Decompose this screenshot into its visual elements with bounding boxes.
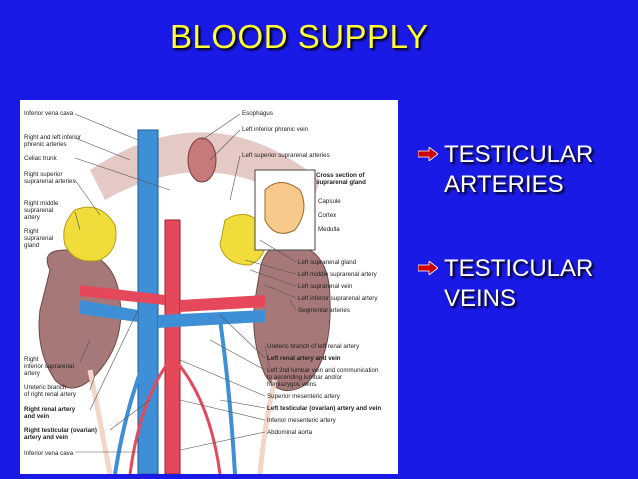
label-ivc-bottom: Inferior vena cava [24,450,74,457]
label-lumbar-2: to ascending lumbar and/or [267,374,342,381]
left-ureter [257,379,278,474]
label-lsup-vein: Left suprarenal vein [298,283,353,290]
label-ltest: Left testicular (ovarian) artery and vei… [267,405,382,412]
label-rmid-2: suprarenal [24,207,54,214]
arrow-right-icon [418,147,438,161]
label-rmid-1: Right middle [24,200,59,207]
slide-title: BLOOD SUPPLY [170,18,429,55]
label-lureter: Ureteric branch of left renal artery [267,343,360,350]
label-ivc-top: Inferior vena cava [24,110,74,117]
label-lgland: Left suprarenal gland [298,259,357,266]
left-renal-artery [180,295,265,312]
arrow-right-icon [418,261,438,275]
label-rrenal-1: Right renal artery [24,406,76,413]
left-testicular-vein [218,319,237,474]
label-lumbar-1: Left 2nd lumbar vein and communication [267,367,379,374]
right-kidney [38,249,122,389]
label-rgland-3: gland [24,242,40,249]
right-renal-vein [80,300,138,322]
bullet-2-line-1: TESTICULAR [444,255,594,282]
anatomy-figure: Inferior vena cava Right and left inferi… [20,100,398,474]
label-celiac: Celiac trunk [24,155,57,162]
right-testicular-artery [128,359,172,474]
label-capsule: Capsule [318,198,341,205]
label-rureter-2: of right renal artery [24,391,76,398]
right-leader-lines [179,113,297,451]
anatomy-illustration [38,113,331,474]
right-renal-artery [80,285,165,305]
label-inset-title-1: Cross section of [316,172,365,179]
label-rinf-2: inferior suprarenal [24,363,74,370]
inset-gland-cross-section [264,182,305,234]
label-aorta: Abdominal aorta [267,429,313,436]
left-suprarenal-gland [219,213,267,266]
label-lrenal: Left renal artery and vein [267,355,341,362]
label-rmid-3: artery [24,214,40,221]
left-renal-vein [158,310,265,328]
label-phrenic-1: Right and left inferior [24,134,82,141]
bullet-1-line-1: TESTICULAR [444,141,594,168]
right-testicular-vein [113,359,147,474]
label-linf-phrenic: Left inferior phrenic vein [242,126,309,133]
label-rtest-2: artery and vein [24,434,69,441]
label-lmid: Left middle suprarenal artery [298,271,377,278]
label-rgland-2: suprarenal [24,235,54,242]
bullet-1-line-2: ARTERIES [444,171,564,198]
label-segmental: Segmental arteries [298,307,350,314]
label-inset-title-2: suprarenal gland [316,179,366,186]
label-ima: Inferior mesenteric artery [267,417,336,424]
label-rsup-1: Right superior [24,171,63,178]
label-rsup-2: suprarenal arteries [24,178,76,185]
label-cortex: Cortex [318,212,337,219]
label-rrenal-2: and vein [24,413,50,420]
right-suprarenal-gland [63,206,117,262]
label-esophagus: Esophagus [242,110,273,117]
label-lumbar-3: hemiazygos veins [267,381,317,388]
label-phrenic-2: phrenic arteries [24,141,67,148]
label-linf: Left inferior suprarenal artery [298,295,378,302]
label-rureter-1: Ureteric branch [24,384,67,391]
label-rtest-1: Right testicular (ovarian) [24,427,97,434]
bullet-2-line-2: VEINS [444,285,517,312]
left-testicular-artery [173,359,222,474]
left-leader-lines [74,113,171,453]
label-rinf-1: Right [24,356,39,363]
esophagus [187,137,217,183]
abdominal-aorta [164,219,181,474]
label-sma: Superior mesenteric artery [267,393,340,400]
label-lsup-arteries: Left superior suprarenal arteries [242,152,330,159]
label-medulla: Medulla [318,226,340,233]
label-rinf-3: artery [24,370,40,377]
label-rgland-1: Right [24,228,39,235]
right-ureter [87,369,113,474]
